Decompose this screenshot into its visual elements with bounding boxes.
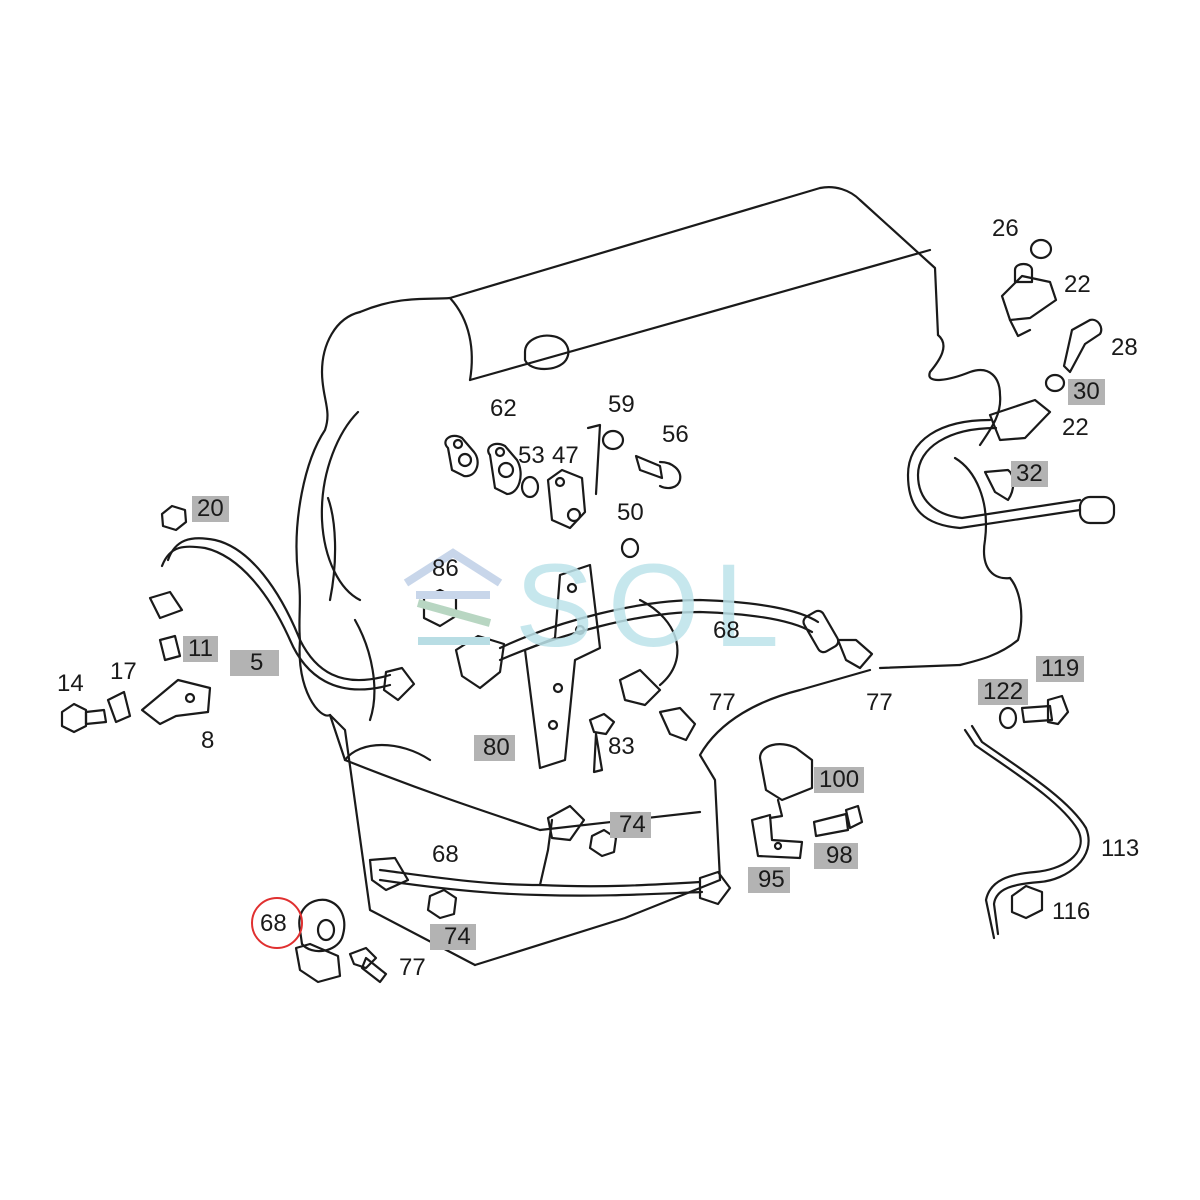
callout-8: 8 [201, 727, 215, 754]
callout-116: 116 [1052, 898, 1091, 925]
callout-11: 11 [183, 636, 218, 662]
callout-77: 77 [399, 954, 426, 981]
nut-74-b [426, 888, 458, 920]
callout-68: 68 [432, 841, 459, 868]
callout-122: 122 [978, 679, 1029, 705]
callout-32: 32 [1011, 461, 1048, 487]
callout-62: 62 [490, 395, 517, 422]
callout-5: 5 [230, 650, 280, 676]
callout-113: 113 [1101, 835, 1140, 862]
hose-5 [148, 537, 416, 702]
callout-77: 77 [866, 689, 893, 716]
oring-26 [1029, 238, 1053, 260]
nut-116 [1010, 884, 1044, 920]
nut-74-a [588, 828, 618, 858]
highlight-circle [251, 897, 303, 949]
washer-17 [106, 690, 132, 724]
sensor-22-top [1000, 262, 1058, 338]
clip-32 [983, 468, 1015, 502]
callout-95: 95 [748, 867, 790, 893]
callout-53: 53 [518, 442, 545, 469]
bolt-98 [812, 804, 864, 838]
nut-20 [160, 504, 188, 532]
callout-28: 28 [1111, 334, 1138, 361]
washer-30 [1044, 373, 1066, 393]
callout-47: 47 [552, 442, 579, 469]
callout-56: 56 [662, 421, 689, 448]
callout-83: 83 [608, 733, 635, 760]
callout-22: 22 [1064, 271, 1091, 298]
bolt-77-bottom [348, 946, 388, 984]
bracket-95 [750, 813, 804, 860]
bolt-83 [588, 712, 616, 774]
callout-119: 119 [1036, 656, 1085, 682]
callout-59: 59 [608, 391, 635, 418]
bolt-119 [1020, 694, 1070, 726]
callout-77: 77 [709, 689, 736, 716]
seal-50 [620, 537, 640, 559]
bracket-8 [140, 678, 212, 726]
ground-cable-113 [963, 724, 1090, 940]
callout-98: 98 [814, 843, 858, 869]
callout-80: 80 [474, 735, 515, 761]
callout-74: 74 [430, 924, 476, 950]
clip-100 [758, 743, 814, 820]
sensor-47 [546, 423, 602, 530]
knock-sensor-68-top [618, 598, 679, 707]
nut-11 [158, 634, 182, 662]
callout-22: 22 [1062, 414, 1089, 441]
callout-14: 14 [57, 670, 84, 697]
callout-68: 68 [713, 617, 740, 644]
knock-sensor-68 [294, 898, 346, 984]
bolt-28 [1062, 318, 1103, 374]
callout-30: 30 [1068, 379, 1105, 405]
bracket-80 [523, 563, 602, 770]
callout-50: 50 [617, 499, 644, 526]
bolt-77-right [836, 638, 874, 670]
callout-86: 86 [432, 555, 459, 582]
washer-122 [998, 706, 1018, 730]
callout-100: 100 [814, 767, 865, 793]
engine-block [295, 186, 1023, 967]
callout-17: 17 [110, 658, 137, 685]
seal-53 [520, 475, 540, 499]
bolt-56 [634, 454, 682, 490]
gasket-62 [444, 434, 522, 496]
sensor-center [454, 598, 840, 690]
nut-86 [422, 588, 458, 628]
callout-26: 26 [992, 215, 1019, 242]
bolt-77-center [658, 706, 697, 742]
harness-68-bottom [368, 804, 732, 906]
callout-68-highlighted: 68 [260, 910, 287, 937]
cable-sensor-22 [906, 398, 1116, 530]
bolt-14 [60, 702, 108, 734]
callout-74: 74 [610, 812, 651, 838]
callout-20: 20 [192, 496, 229, 522]
washer-59 [601, 429, 625, 451]
